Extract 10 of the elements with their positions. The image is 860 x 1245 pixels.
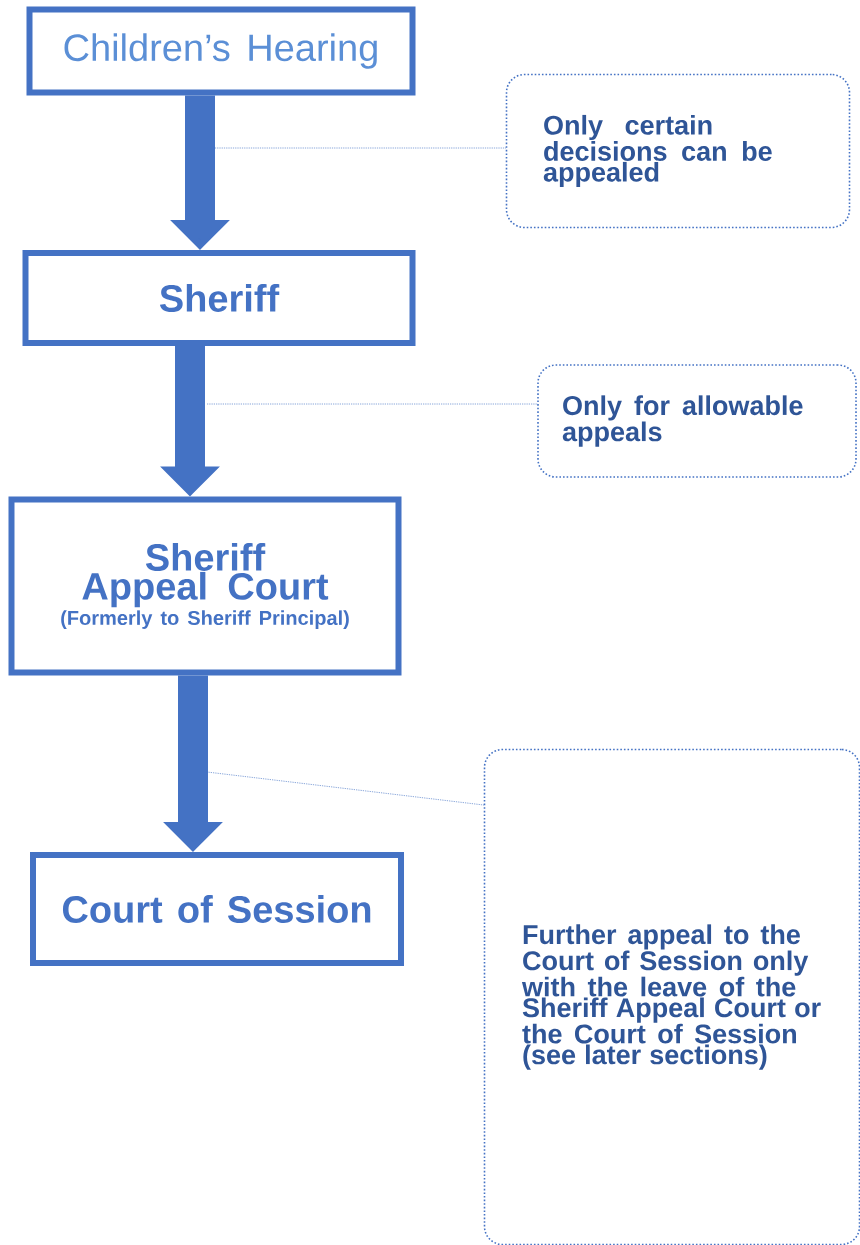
leader-line (213, 147, 507, 149)
court-box: Sheriff Appeal Court (Formerly to Sheriff Principal) (8, 496, 402, 676)
court-box: Sheriff (22, 250, 416, 346)
callout-box: Only for allowable appeals (537, 364, 857, 478)
court-box: Court of Session (30, 852, 404, 966)
leader-line (205, 403, 538, 405)
callout-box: Further appeal to the Court of Session only with the leave of the Sheriff Appeal Court or the Court of Session (see later sections) (483, 748, 860, 1245)
court-box: Children’s Hearing (26, 6, 416, 96)
callout-box: Only certain decisions can be appealed (505, 73, 851, 229)
leader-line (206, 771, 485, 806)
